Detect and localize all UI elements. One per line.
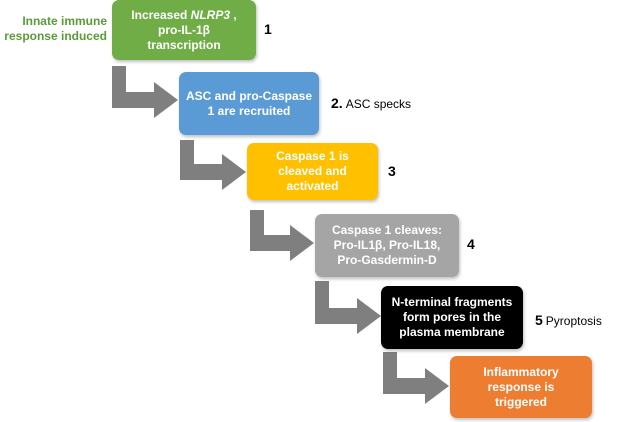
step-number: 5: [535, 312, 543, 328]
box-4-line-2: Pro-IL1β, Pro-IL18,: [333, 238, 441, 252]
box-4-line-1: Caspase 1 cleaves:: [331, 223, 443, 237]
box-3-line-3: activated: [286, 179, 339, 193]
connector-arrow-4: [315, 281, 381, 334]
step-label-3: 3: [388, 163, 396, 179]
box-6-line-1: Inflammatory: [483, 364, 559, 379]
step-box-caspase-activated: Caspase 1 is cleaved and activated: [247, 143, 378, 200]
connector-arrow-5: [383, 352, 449, 404]
step-number: 4: [467, 236, 475, 252]
box-2-line-1: ASC and pro-Caspase: [185, 88, 313, 103]
box-3-line-1: Caspase 1 is: [276, 149, 349, 163]
box-5-line-2: form pores in the: [402, 310, 501, 324]
side-label: Innate immune response induced: [4, 14, 107, 43]
step-number: 3: [388, 163, 396, 179]
box-1-line-3: transcription: [147, 37, 221, 52]
box-1-line-1: Increased NLRP3 ,: [131, 7, 237, 22]
step-box-pores-formed: N-terminal fragments form pores in the p…: [381, 286, 523, 349]
box-6-line-2: response is: [487, 379, 555, 394]
step-label-2: 2.ASC specks: [331, 95, 411, 111]
connector-arrow-3: [250, 210, 314, 261]
step-box-asc-recruited: ASC and pro-Caspase 1 are recruited: [179, 72, 319, 135]
box-3-line-2: cleaved and: [278, 164, 347, 178]
box-6-line-3: triggered: [494, 394, 547, 409]
step-number: 2.: [331, 95, 343, 111]
step-label-4: 4: [467, 236, 475, 252]
step-box-inflammatory-response: Inflammatory response is triggered: [450, 356, 592, 418]
step-number: 1: [264, 21, 272, 37]
connector-arrow-2: [180, 140, 246, 190]
step-box-nlrp3-transcription: Increased NLRP3 , pro-IL-1β transcriptio…: [112, 0, 256, 60]
step-note: Pyroptosis: [545, 314, 602, 328]
box-5-line-1: N-terminal fragments: [391, 295, 513, 309]
connector-arrow-1: [112, 66, 178, 118]
step-label-1: 1: [264, 21, 272, 37]
box-5-line-3: plasma membrane: [399, 325, 505, 339]
step-note: ASC specks: [345, 97, 412, 111]
step-box-caspase-cleaves: Caspase 1 cleaves: Pro-IL1β, Pro-IL18, P…: [315, 214, 459, 277]
box-4-line-3: Pro-Gasdermin-D: [337, 253, 437, 267]
box-2-line-2: 1 are recruited: [207, 103, 291, 118]
box-1-line-2: pro-IL-1β: [158, 22, 210, 37]
nlrp3-term: NLRP3: [190, 7, 231, 22]
